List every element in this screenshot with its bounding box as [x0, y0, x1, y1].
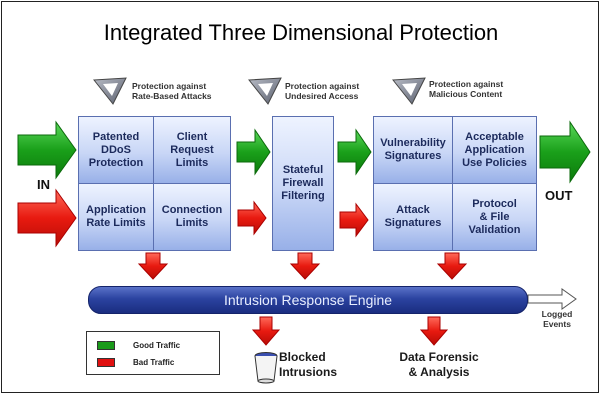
bad-traffic-down-arrow: [436, 252, 468, 280]
legend-bad-label: Bad Traffic: [133, 358, 175, 367]
good-traffic-in-arrow: [17, 120, 77, 180]
in-label: IN: [37, 177, 50, 192]
bad-traffic-down-arrow: [419, 316, 449, 346]
bad-traffic-in-arrow: [17, 188, 77, 248]
bad-traffic-arrow: [237, 200, 267, 236]
page-title: Integrated Three Dimensional Protection: [103, 20, 499, 45]
legend-good-label: Good Traffic: [133, 341, 181, 350]
intrusion-response-engine-bar: Intrusion Response Engine: [88, 286, 528, 314]
bad-traffic-swatch: [97, 358, 115, 367]
good-traffic-out-arrow: [539, 120, 591, 184]
bad-traffic-down-arrow: [289, 252, 321, 280]
good-traffic-swatch: [97, 341, 115, 350]
bad-traffic-arrow: [339, 202, 369, 238]
data-forensic-analysis-label: Data Forensic& Analysis: [399, 350, 479, 379]
out-label: OUT: [545, 188, 573, 203]
shield-triangle-icon: [248, 77, 282, 105]
good-traffic-arrow: [236, 128, 271, 176]
bad-traffic-down-arrow: [137, 252, 169, 280]
bad-traffic-down-arrow: [251, 316, 281, 346]
legend: Good Traffic Bad Traffic: [86, 331, 220, 375]
trash-bin-icon: [254, 352, 278, 384]
shield-triangle-icon: [93, 77, 127, 105]
logged-events-arrow: [527, 288, 577, 310]
good-traffic-arrow: [337, 128, 372, 176]
shield-triangle-icon: [392, 77, 426, 105]
